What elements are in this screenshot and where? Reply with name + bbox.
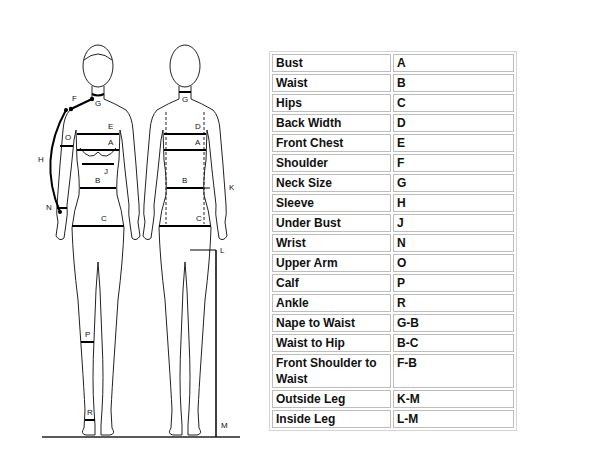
table-cell: Nape to Waist	[272, 314, 391, 332]
side-seam	[166, 112, 167, 224]
measure-letter: B	[95, 176, 100, 185]
table-cell: B	[393, 74, 514, 92]
ankle-line	[85, 419, 95, 421]
measure-letter: M	[221, 421, 228, 430]
table-cell: L-M	[393, 410, 514, 428]
table-cell: O	[393, 254, 514, 272]
measure-letter: J	[104, 167, 108, 176]
measure-letter: P	[85, 330, 90, 339]
table-cell: F-B	[393, 354, 514, 388]
front-details	[80, 54, 116, 156]
table-cell: Hips	[272, 94, 391, 112]
bust-line	[77, 149, 119, 151]
front-measure-lines	[50, 94, 124, 420]
sleeve-line	[50, 110, 66, 212]
table-cell: Neck Size	[272, 174, 391, 192]
table-cell: Shoulder	[272, 154, 391, 172]
leg-length-line	[215, 250, 217, 437]
table-cell: Ankle	[272, 294, 391, 312]
table-cell: G	[393, 174, 514, 192]
neck-line	[92, 94, 104, 96]
measure-letter: H	[38, 155, 44, 164]
hip-line	[159, 225, 211, 227]
measure-letter: G	[95, 99, 101, 108]
calf-line	[81, 341, 94, 343]
table-cell: N	[393, 234, 514, 252]
outside-leg-tick	[203, 188, 210, 189]
leg-measure-lines	[190, 188, 216, 437]
ground-line	[42, 436, 240, 438]
back-figure	[143, 45, 227, 435]
waist-line	[167, 187, 203, 189]
table-cell: Waist to Hip	[272, 334, 391, 352]
table-cell: F	[393, 154, 514, 172]
table-cell: H	[393, 194, 514, 212]
table-cell: P	[393, 274, 514, 292]
measure-dot	[58, 210, 62, 214]
wrist-line	[57, 207, 67, 209]
measure-letter: G	[182, 95, 188, 104]
back-seams	[166, 112, 204, 224]
table-cell: R	[393, 294, 514, 312]
waist-line	[80, 187, 116, 189]
table-cell: Back Width	[272, 114, 391, 132]
measure-letter: N	[46, 203, 52, 212]
hip-line	[72, 225, 124, 227]
measure-dot	[64, 108, 68, 112]
front-dots	[58, 97, 94, 214]
hair-line	[84, 54, 112, 60]
measure-letter: A	[108, 138, 113, 147]
table-cell: Bust	[272, 54, 391, 72]
back-measure-lines	[159, 92, 211, 226]
table-cell: K-M	[393, 390, 514, 408]
table-cell: C	[393, 94, 514, 112]
table-cell: Front Shoulder to Waist	[272, 354, 391, 388]
bust-line	[164, 149, 206, 151]
inside-leg-tick	[190, 250, 216, 251]
table-cell: Inside Leg	[272, 410, 391, 428]
table-cell: A	[393, 54, 514, 72]
table-cell: J	[393, 214, 514, 232]
measure-letter: K	[229, 183, 234, 192]
front-figure	[56, 45, 140, 435]
table-cell: B-C	[393, 334, 514, 352]
measure-letter: C	[196, 214, 202, 223]
measure-letter: F	[72, 94, 77, 103]
measure-dot	[90, 97, 94, 101]
measure-letter: E	[108, 122, 113, 131]
table-cell: Wrist	[272, 234, 391, 252]
chest-line	[77, 133, 119, 135]
measure-letter: L	[220, 246, 224, 255]
measure-letter: O	[65, 133, 71, 142]
back-width-line	[164, 133, 206, 135]
measure-letter: B	[182, 176, 187, 185]
table-cell: Upper Arm	[272, 254, 391, 272]
table-cell: Waist	[272, 74, 391, 92]
table-cell: G-B	[393, 314, 514, 332]
under-bust-line	[82, 163, 114, 165]
upper-arm-line	[60, 145, 73, 147]
table-cell: E	[393, 134, 514, 152]
table-cell: Front Chest	[272, 134, 391, 152]
table-cell: Outside Leg	[272, 390, 391, 408]
measure-letter: A	[195, 138, 200, 147]
table-cell: D	[393, 114, 514, 132]
measure-letter: C	[101, 214, 107, 223]
measure-letter: R	[87, 408, 93, 417]
measure-letter: D	[195, 122, 201, 131]
table-cell: Calf	[272, 274, 391, 292]
measure-dot	[69, 107, 73, 111]
table-cell: Under Bust	[272, 214, 391, 232]
neck-line	[179, 91, 191, 93]
measurement-table: BustAWaistBHipsCBack WidthDFront ChestES…	[269, 51, 517, 431]
side-seam	[204, 112, 205, 224]
table-cell: Sleeve	[272, 194, 391, 212]
